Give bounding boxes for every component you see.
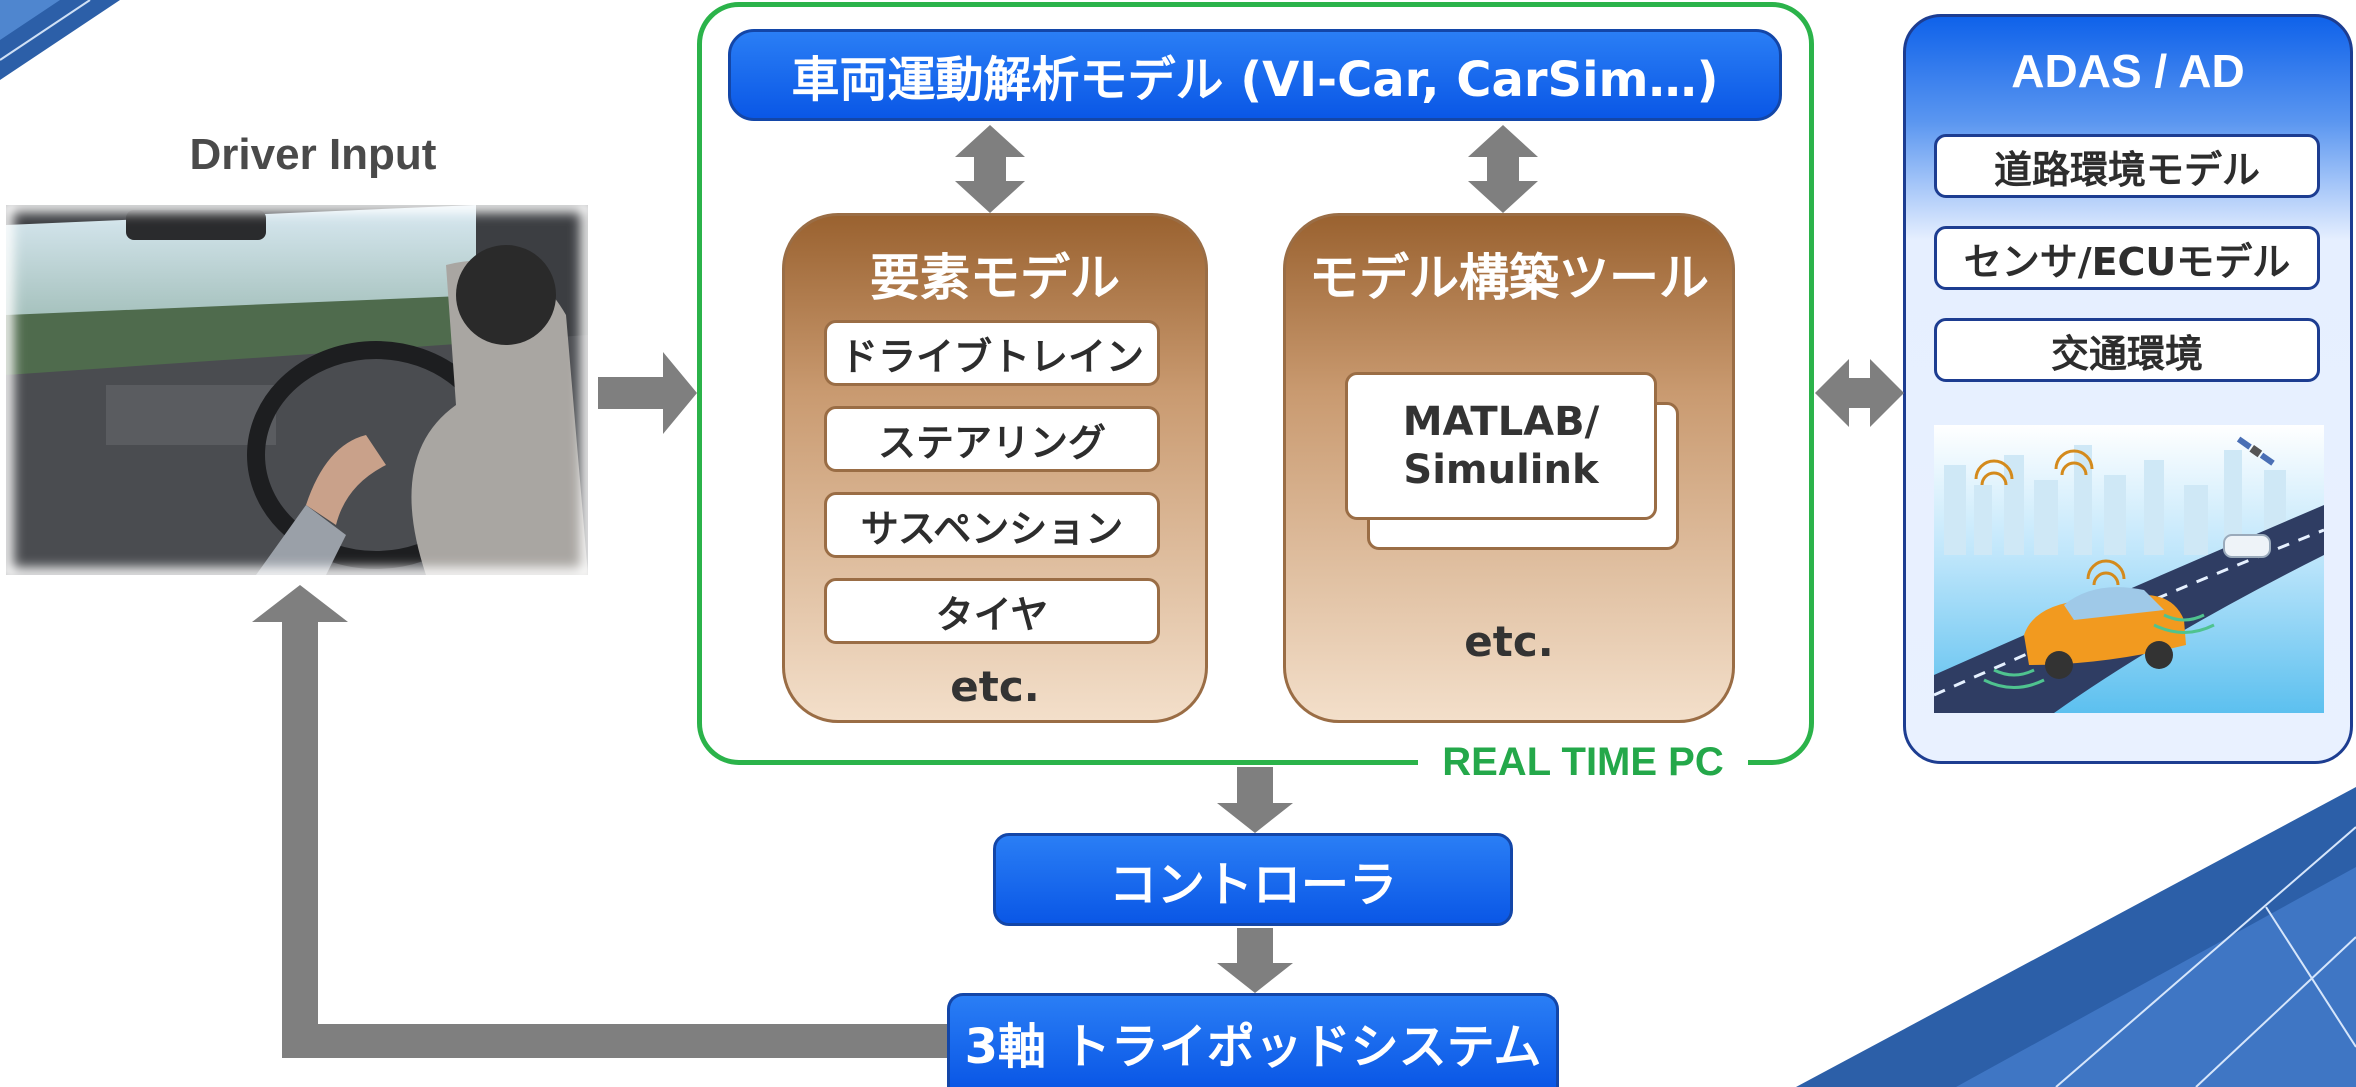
arrow-driver-to-pc (598, 352, 697, 434)
adas-item: 道路環境モデル (1934, 134, 2320, 198)
arrow-controller-to-tripod (1217, 928, 1293, 993)
controller-box: コントローラ (993, 833, 1513, 926)
realtime-pc-label: REAL TIME PC (1418, 740, 1748, 785)
adas-item: センサ/ECUモデル (1934, 226, 2320, 290)
matlab-simulink-card: MATLAB/ Simulink (1345, 372, 1657, 520)
arrow-pc-adas (1815, 359, 1904, 427)
model-tool-etc: etc. (1464, 617, 1554, 666)
realtime-pc-frame (697, 2, 1814, 765)
arrow-banner-element-model (955, 125, 1025, 213)
element-model-item: ドライブトレイン (824, 320, 1160, 386)
element-model-etc: etc. (950, 662, 1040, 711)
element-model-item: ステアリング (824, 406, 1160, 472)
element-model-item: サスペンション (824, 492, 1160, 558)
arrow-pc-to-controller (1217, 767, 1293, 833)
driver-input-label: Driver Input (189, 130, 437, 179)
element-model-item: タイヤ (824, 578, 1160, 644)
tripod-system-box: 3軸 トライポッドシステム (947, 993, 1559, 1087)
driver-in-car-photo-icon (6, 205, 588, 575)
element-model-title: 要素モデル (870, 249, 1120, 307)
arrow-banner-model-tool (1468, 125, 1538, 213)
decorative-corner-bottom-right (1796, 787, 2356, 1087)
vehicle-dynamics-model-banner: 車両運動解析モデル (VI-Car, CarSim…) (728, 29, 1782, 121)
decorative-corner-top-left (0, 0, 120, 80)
arrow-tripod-to-driver (252, 585, 947, 1058)
matlab-simulink-label: MATLAB/ Simulink (1402, 399, 1600, 493)
autonomous-car-road-illustration-icon (1934, 425, 2324, 713)
adas-item: 交通環境 (1934, 318, 2320, 382)
model-building-tool-title: モデル構築ツール (1309, 249, 1709, 307)
adas-ad-title: ADAS / AD (2011, 45, 2245, 97)
